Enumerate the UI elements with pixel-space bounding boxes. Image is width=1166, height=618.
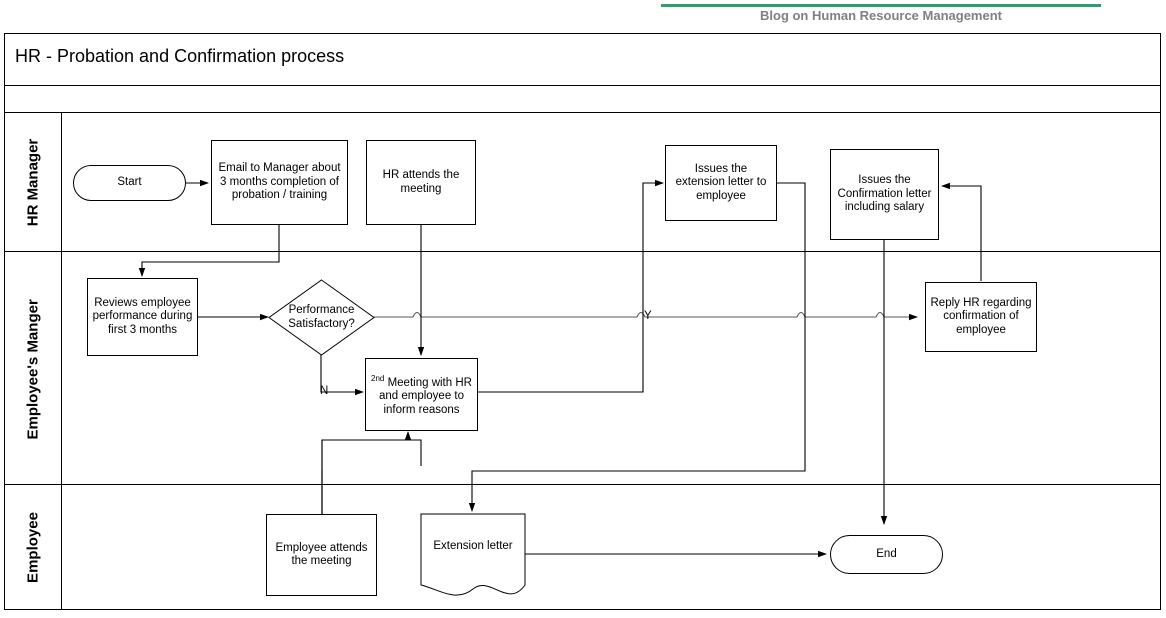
node-label-sup: 2nd <box>371 373 385 383</box>
edge-label-no: N <box>320 385 329 397</box>
node-second-meeting[interactable]: 2nd Meeting with HR and employee to info… <box>365 358 478 431</box>
node-performance-decision[interactable]: Performance Satisfactory? <box>268 279 375 356</box>
diagram-title-row: HR - Probation and Confirmation process <box>5 34 1160 85</box>
node-hr-attends-meeting[interactable]: HR attends the meeting <box>366 140 476 225</box>
banner-title: Blog on Human Resource Management <box>760 8 1002 23</box>
node-label: Start <box>117 176 142 189</box>
node-label: Reviews employee performance during firs… <box>92 296 193 336</box>
lane-label-divider <box>61 112 62 609</box>
site-banner: Blog on Human Resource Management <box>0 0 1166 30</box>
lane-label-employee: Employee <box>25 478 42 618</box>
node-start[interactable]: Start <box>73 165 186 201</box>
node-label: Reply HR regarding confirmation of emplo… <box>930 296 1032 336</box>
lane-label-hr-manager: HR Manager <box>25 113 42 253</box>
node-email-to-manager[interactable]: Email to Manager about 3 months completi… <box>211 140 348 225</box>
node-label: Performance Satisfactory? <box>288 304 355 330</box>
page-title: HR - Probation and Confirmation process <box>15 46 345 66</box>
node-reply-hr[interactable]: Reply HR regarding confirmation of emplo… <box>925 282 1037 352</box>
node-issues-confirmation-letter[interactable]: Issues the Confirmation letter including… <box>830 149 939 240</box>
lane-divider-2 <box>5 484 1160 485</box>
decision-shape <box>268 279 375 356</box>
node-label: HR attends the meeting <box>382 169 460 195</box>
lane-divider-1 <box>5 251 1160 252</box>
banner-rule <box>661 4 1101 7</box>
node-label: Issues the extension letter to employee <box>675 162 767 202</box>
node-label: Extension letter <box>433 540 513 552</box>
lane-label-text: Employee <box>24 512 42 583</box>
rule-under-subheader <box>5 112 1160 113</box>
document-shape <box>420 513 526 596</box>
lane-label-text: HR Manager <box>24 138 42 227</box>
node-label: End <box>876 547 897 560</box>
node-employee-attends-meeting[interactable]: Employee attends the meeting <box>266 514 377 596</box>
edge-label-yes: Y <box>644 310 652 322</box>
node-issues-extension-letter[interactable]: Issues the extension letter to employee <box>665 145 777 221</box>
node-label: 2nd Meeting with HR and employee to info… <box>369 372 474 417</box>
node-extension-letter[interactable]: Extension letter <box>420 513 526 598</box>
node-label-main: Meeting with HR and employee to inform r… <box>378 376 472 416</box>
lane-label-text: Employee's Manger <box>24 299 42 440</box>
rule-under-title <box>5 85 1160 86</box>
node-label: Issues the Confirmation letter including… <box>837 174 932 214</box>
node-label: Email to Manager about 3 months completi… <box>218 162 341 202</box>
node-end[interactable]: End <box>830 535 943 574</box>
node-label: Employee attends the meeting <box>275 541 368 568</box>
lane-label-employees-manager: Employee's Manger <box>24 299 42 440</box>
node-reviews-employee-performance[interactable]: Reviews employee performance during firs… <box>87 278 198 356</box>
